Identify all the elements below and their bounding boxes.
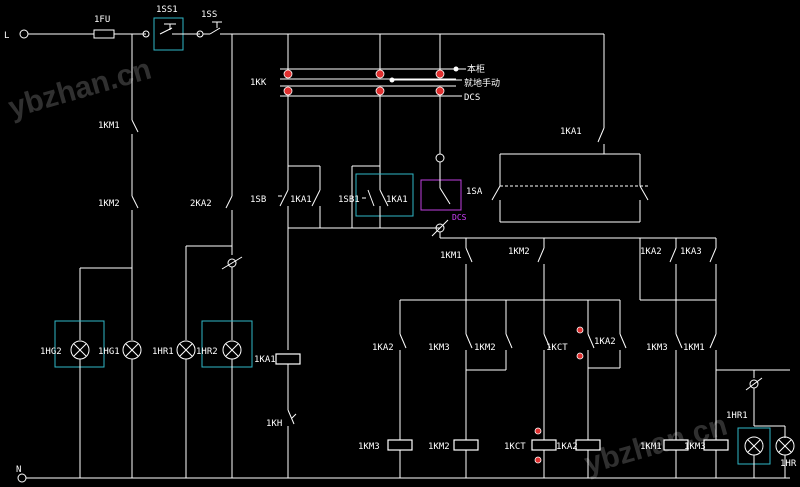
lamp-section (54, 34, 253, 478)
label-n: N (16, 465, 21, 475)
coil-1km3b (703, 439, 729, 451)
label-coil-1km2: 1KM2 (428, 442, 450, 452)
terminal-n (17, 473, 27, 483)
label-1hr2: 1HR2 (196, 347, 218, 357)
fuse-1fu (93, 29, 115, 39)
terminal-l (19, 29, 29, 39)
label-1fu: 1FU (94, 15, 110, 25)
label-1ka1-coil: 1KA1 (254, 355, 276, 365)
label-coil-1km1: 1KM1 (640, 442, 662, 452)
label-1km1-low: 1KM1 (683, 343, 705, 353)
label-1kct-low: 1KCT (546, 343, 568, 353)
label-1ka3-mid: 1KA3 (680, 247, 702, 257)
label-1ka1-top: 1KA1 (560, 127, 582, 137)
label-l: L (4, 31, 9, 41)
coil-1kct (531, 439, 557, 451)
lamp-box-hr (201, 320, 253, 368)
label-1hr-right: 1HR (780, 459, 797, 469)
label-1kh: 1KH (266, 419, 282, 429)
label-1km1-top: 1KM1 (98, 121, 120, 131)
label-1hr1-right: 1HR1 (726, 411, 748, 421)
terminal-red (283, 69, 293, 79)
coil-1km2 (453, 439, 479, 451)
label-jiudi: 就地手动 (464, 77, 500, 89)
label-1ka2-low2: 1KA2 (594, 337, 616, 347)
label-1ka2-low: 1KA2 (372, 343, 394, 353)
selector-switch-1kk (280, 34, 466, 97)
label-1ka1-b: 1KA1 (386, 195, 408, 205)
label-1ka2-mid: 1KA2 (640, 247, 662, 257)
dcs-contact-box (420, 179, 462, 211)
label-1ka1-a: 1KA1 (290, 195, 312, 205)
right-control-section (387, 127, 795, 478)
label-1sb1: 1SB1 (338, 195, 360, 205)
label-bengui: 本柜 (467, 63, 485, 75)
label-dcs: DCS (464, 93, 480, 103)
label-coil-1kct: 1KCT (504, 442, 526, 452)
label-1ss1: 1SS1 (156, 5, 178, 15)
label-coil-1km3: 1KM3 (358, 442, 380, 452)
label-1hg1: 1HG1 (98, 347, 120, 357)
label-coil-1km3b: 1KM3 (684, 442, 706, 452)
label-1ss: 1SS (201, 10, 217, 20)
label-coil-1ka2: 1KA2 (556, 442, 578, 452)
label-1sa: 1SA (466, 187, 483, 197)
label-2ka2: 2KA2 (190, 199, 212, 209)
label-1kk: 1KK (250, 78, 267, 88)
label-1sb: 1SB (250, 195, 266, 205)
bottom-rail (17, 473, 790, 483)
label-1km1-mid: 1KM1 (440, 251, 462, 261)
label-1km3-low: 1KM3 (428, 343, 450, 353)
coil-1ka2 (575, 439, 601, 451)
labels: L N 1FU 1SS1 1SS 1KK 本柜 就地手动 DCS 1KM1 1K… (4, 5, 797, 475)
pushbutton-1sb1-box (355, 173, 414, 217)
label-dcs-m: DCS (452, 213, 467, 222)
label-1hr1-l: 1HR1 (152, 347, 174, 357)
label-1km2-top: 1KM2 (98, 199, 120, 209)
label-1km3-low2: 1KM3 (646, 343, 668, 353)
label-1km2-low: 1KM2 (474, 343, 496, 353)
label-1km2-mid: 1KM2 (508, 247, 530, 257)
label-1hg2: 1HG2 (40, 347, 62, 357)
coil-1km3 (387, 439, 413, 451)
coil-1ka1 (275, 353, 301, 365)
ka1-control-branch (275, 95, 462, 478)
top-rail (19, 17, 605, 128)
